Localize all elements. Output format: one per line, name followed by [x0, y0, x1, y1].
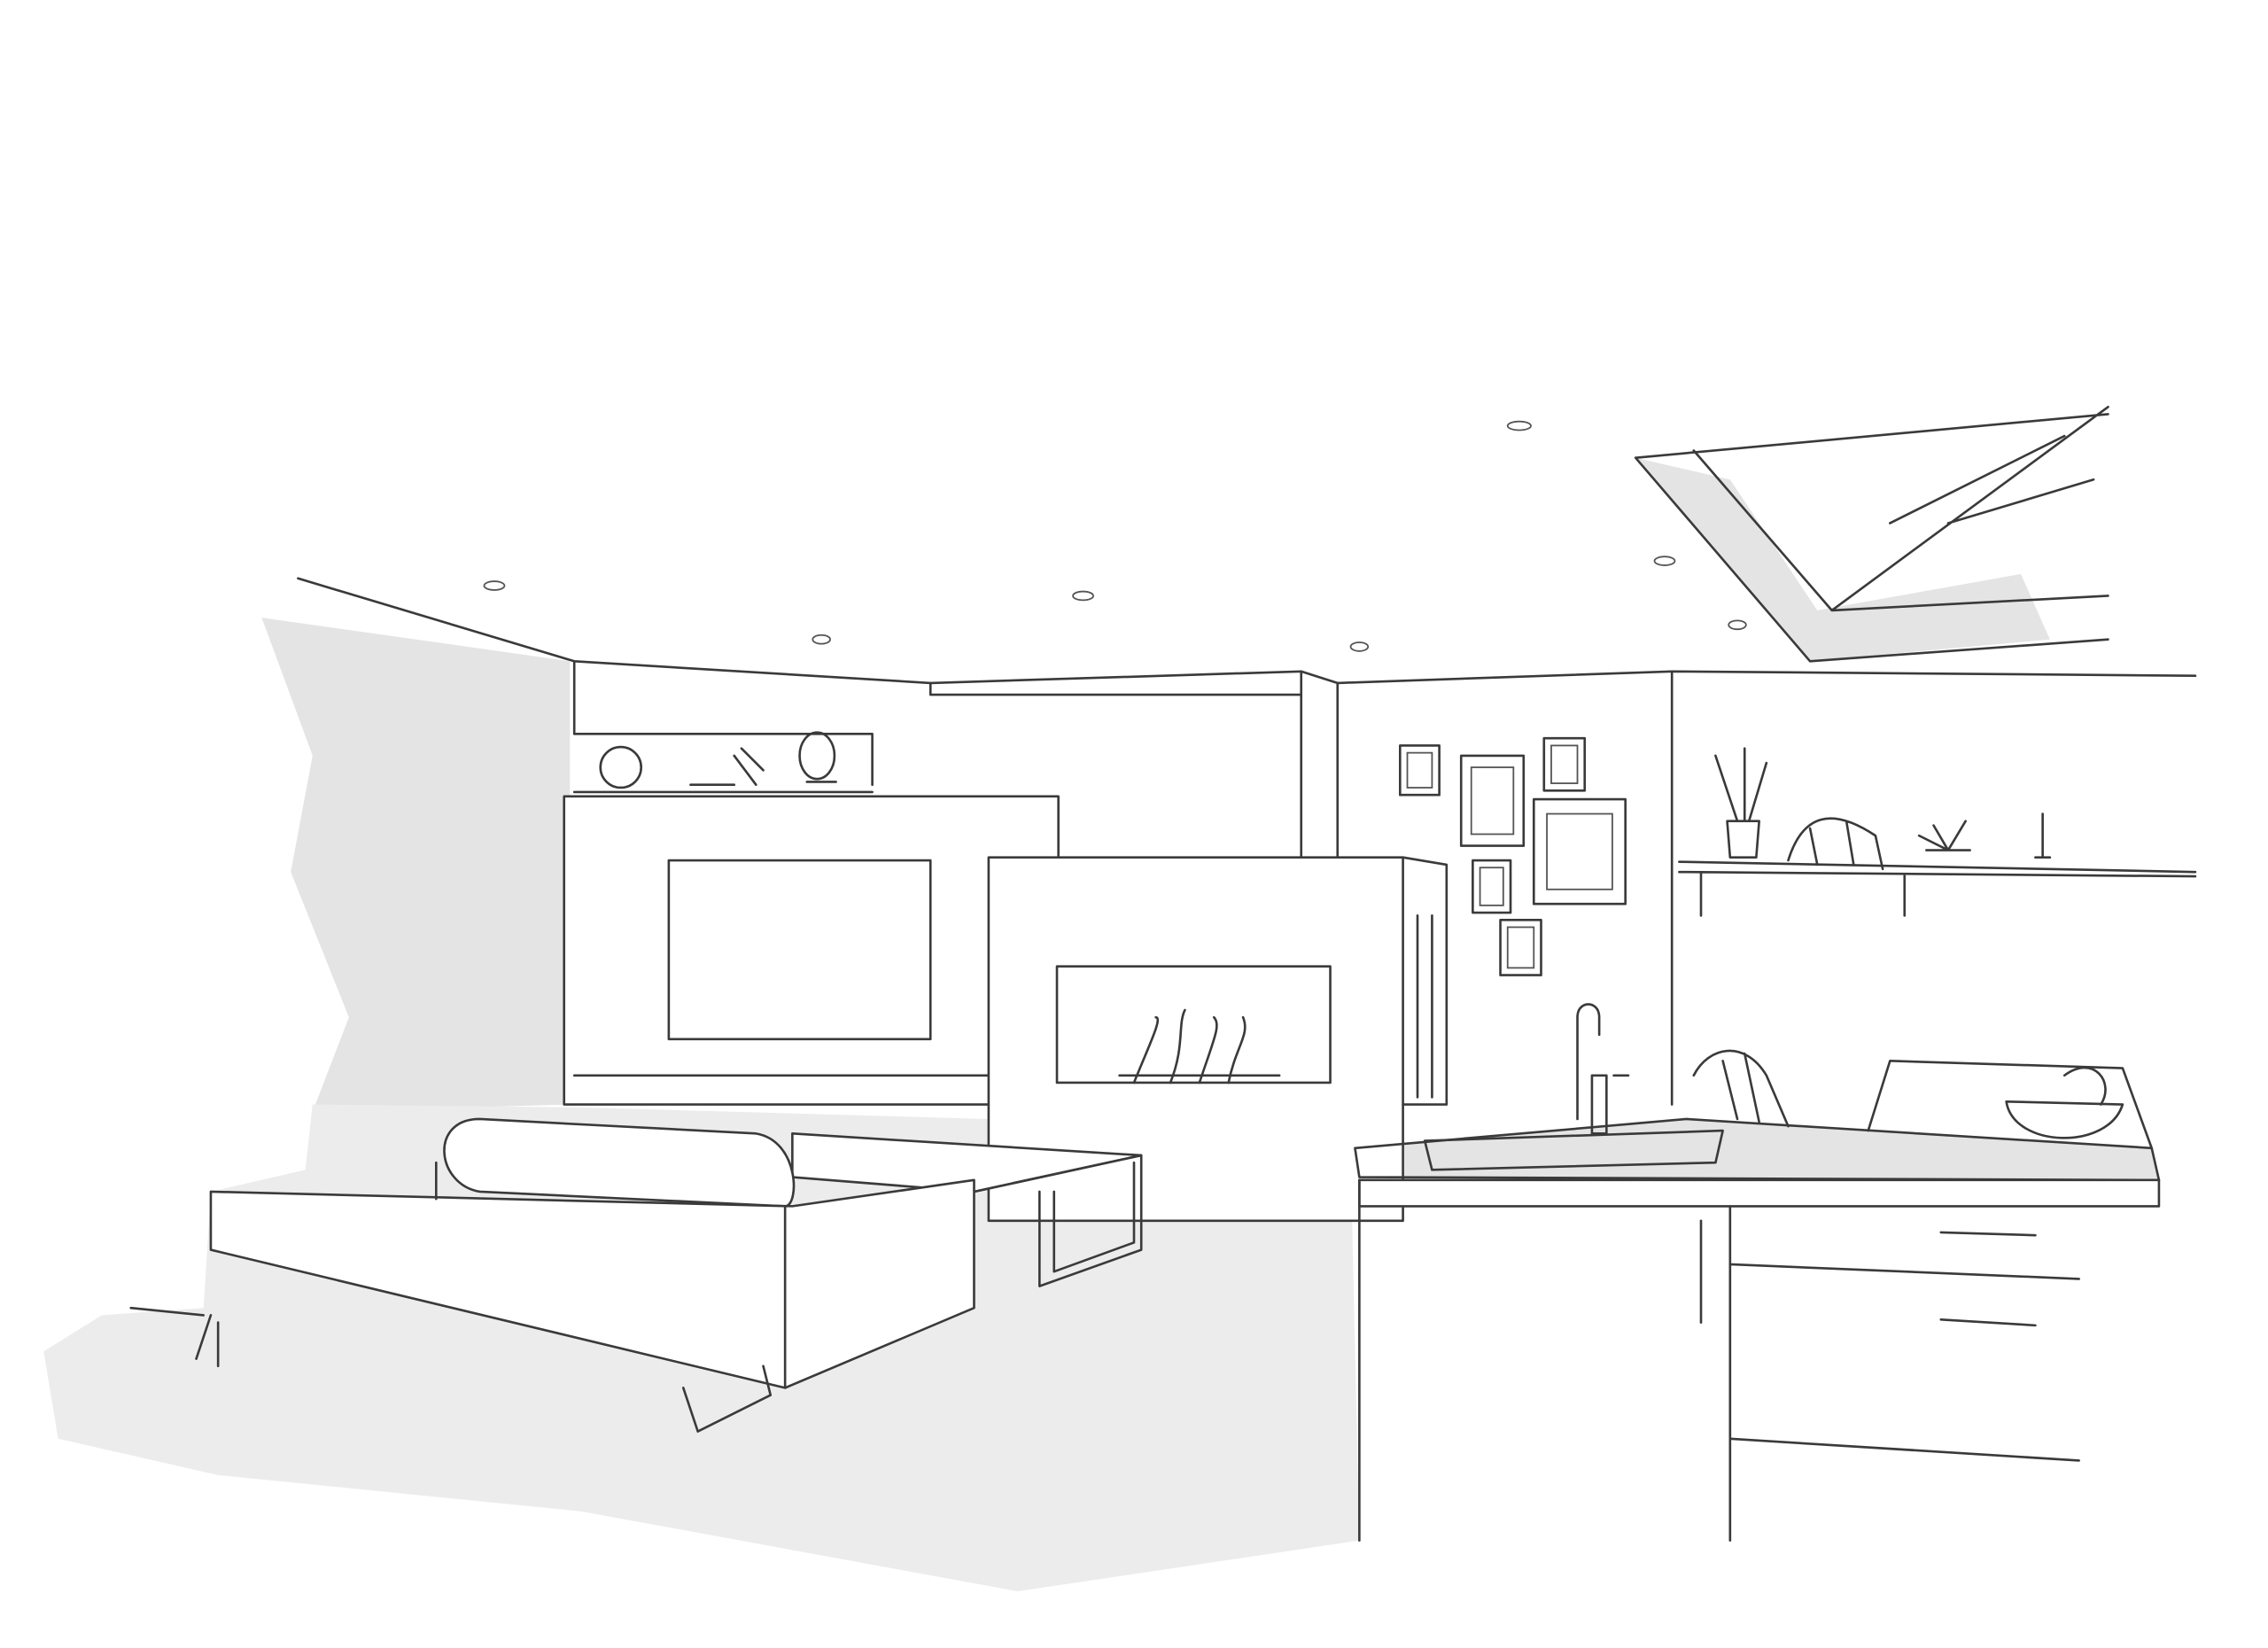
fruit-bowl	[2005, 1066, 2124, 1139]
bar-chair	[1692, 1049, 1790, 1128]
small-plant	[1917, 820, 1971, 851]
figurines	[1787, 817, 1884, 871]
kitchen-island	[1354, 1003, 2161, 1542]
sofa-legs	[129, 1306, 773, 1433]
sofa	[129, 1117, 975, 1433]
column	[1300, 670, 1340, 859]
wall-shelf	[1678, 747, 2197, 917]
skylight-shade	[1635, 457, 2050, 662]
counter-shade	[1355, 1118, 2159, 1180]
flames	[1118, 1008, 1281, 1084]
faucet	[1576, 1003, 1630, 1135]
soffit	[572, 681, 1303, 787]
picture-frames	[1398, 736, 1627, 976]
shelf-ornaments	[572, 731, 874, 794]
left-wall-shade	[261, 618, 571, 1112]
handles	[1699, 1219, 2037, 1327]
firebox	[1055, 965, 1332, 1084]
architecture	[297, 405, 2197, 1106]
tv-unit	[563, 795, 1060, 1106]
skylight	[1634, 405, 2109, 663]
fireplace	[987, 856, 1449, 1223]
tv-screen	[667, 859, 932, 1041]
ceiling-lights	[483, 420, 1747, 652]
plant-vase	[1714, 747, 1768, 859]
dining-table	[1867, 1060, 2154, 1150]
sink	[1423, 1129, 1724, 1171]
ceiling-edge	[297, 577, 2197, 735]
